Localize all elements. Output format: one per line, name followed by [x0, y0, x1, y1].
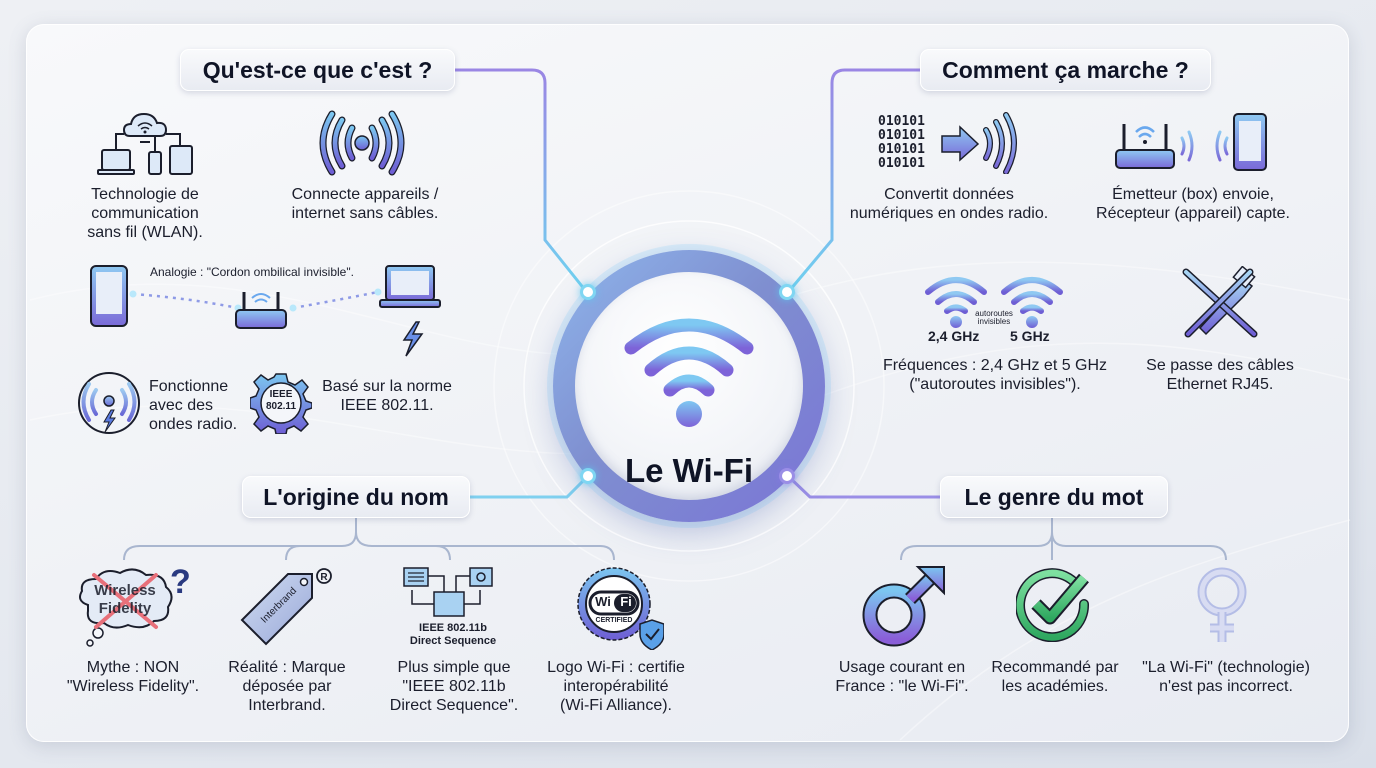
- svg-text:R: R: [320, 572, 328, 583]
- wifi-icon: [624, 318, 754, 427]
- ieee-gear-label: IEEE 802.11: [265, 389, 297, 412]
- band-24ghz-label: 2,4 GHz: [928, 328, 980, 344]
- gender-item-3-text: "La Wi-Fi" (technologie) n'est pas incor…: [1142, 659, 1310, 695]
- radio-waves-icon: [319, 110, 405, 176]
- binary-line-2: 010101: [878, 128, 925, 143]
- radio-signal-bolt-icon: [78, 372, 140, 434]
- binary-line-1: 010101: [878, 114, 925, 129]
- section-title-origin: L'origine du nom: [242, 476, 470, 518]
- origin-item-1-text: Mythe : NON "Wireless Fidelity".: [66, 659, 200, 695]
- band-5ghz-label: 5 GHz: [1010, 328, 1050, 344]
- section-title-what: Qu'est-ce que c'est ?: [180, 49, 455, 91]
- dual-band-wifi-icon: autoroutes invisibles 2,4 GHz 5 GHz: [920, 270, 1070, 346]
- what-item-1-text: Technologie de communication sans fil (W…: [87, 186, 203, 241]
- hub-node-top-left: [580, 284, 596, 300]
- what-item-5-text: Basé sur la norme IEEE 802.11.: [322, 378, 452, 414]
- band-note: autoroutes invisibles: [975, 309, 1013, 326]
- how-item-4-text: Se passe des câbles Ethernet RJ45.: [1146, 357, 1294, 393]
- female-symbol-icon: [1197, 567, 1247, 642]
- ieee-diagram-label: IEEE 802.11b Direct Sequence: [409, 622, 497, 647]
- badge-wi: Wi: [595, 594, 611, 609]
- cloud-network-devices-icon: [97, 112, 193, 175]
- wifi-certified-badge-icon: Wi Fi CERTIFIED: [574, 564, 664, 650]
- center-title: Le Wi-Fi: [624, 452, 754, 489]
- binary-line-3: 010101: [878, 142, 925, 157]
- registered-tag-icon: R Interbrand: [238, 566, 338, 650]
- binary-to-waves-icon: 010101 010101 010101 010101: [878, 112, 1023, 174]
- how-item-1-text: Convertit données numériques en ondes ra…: [849, 186, 1049, 222]
- origin-item-3-text: Plus simple que "IEEE 802.11b Direct Seq…: [389, 659, 519, 714]
- router-to-phone-icon: [1115, 113, 1267, 171]
- hub-node-top-right: [779, 284, 795, 300]
- crossed-thought-bubble-icon: Wireless Fidelity ?: [74, 563, 194, 651]
- hub-node-bottom-right: [779, 468, 795, 484]
- phone-router-laptop-icon: [90, 265, 441, 357]
- gender-item-1-text: Usage courant en France : "le Wi-Fi".: [835, 659, 969, 695]
- male-symbol-icon: [862, 566, 945, 647]
- what-item-2-text: Connecte appareils / internet sans câble…: [291, 186, 439, 222]
- hub-node-bottom-left: [580, 468, 596, 484]
- ieee-diagram-icon: IEEE 802.11b Direct Sequence: [398, 566, 508, 652]
- bubble-text: Wireless Fidelity: [94, 582, 156, 617]
- origin-item-2-text: Réalité : Marque déposée par Interbrand.: [228, 659, 346, 714]
- crossed-ethernet-cable-icon: [1182, 266, 1258, 338]
- section-title-how: Comment ça marche ?: [920, 49, 1211, 91]
- badge-certified: CERTIFIED: [595, 617, 633, 624]
- origin-item-4-text: Logo Wi-Fi : certifie interopérabilité (…: [547, 659, 685, 714]
- badge-fi: Fi: [620, 594, 632, 609]
- binary-line-4: 010101: [878, 156, 925, 171]
- what-analogy-text: Analogie : "Cordon ombilical invisible".: [150, 265, 354, 279]
- question-mark-icon: ?: [170, 563, 191, 601]
- ieee-gear-icon: IEEE 802.11: [250, 372, 312, 434]
- how-item-2-text: Émetteur (box) envoie, Récepteur (appare…: [1096, 186, 1290, 222]
- gender-item-2-text: Recommandé par les académies.: [991, 659, 1119, 695]
- how-item-3-text: Fréquences : 2,4 GHz et 5 GHz ("autorout…: [882, 357, 1108, 393]
- section-title-gender: Le genre du mot: [940, 476, 1168, 518]
- what-item-4-text: Fonctionne avec des ondes radio.: [149, 378, 238, 433]
- green-checkmark-icon: [1016, 568, 1090, 642]
- center-hub: Le Wi-Fi: [553, 250, 825, 522]
